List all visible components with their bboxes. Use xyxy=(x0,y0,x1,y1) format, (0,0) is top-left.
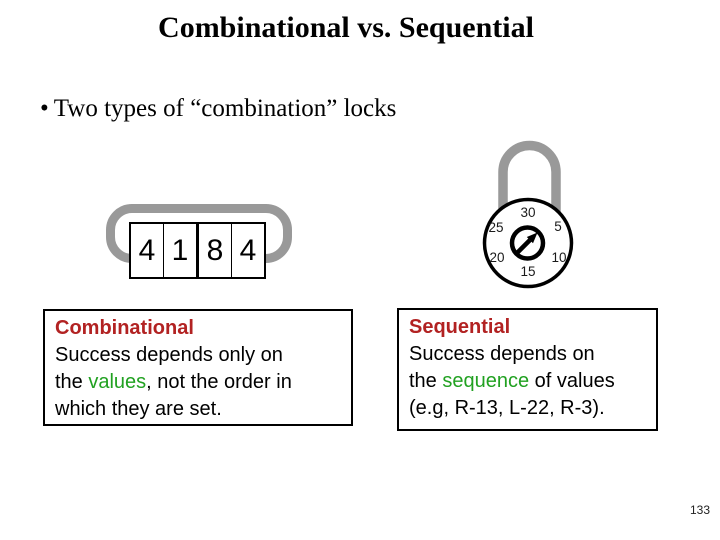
card-keyword: values xyxy=(88,371,147,393)
card-text-line: the sequence of values xyxy=(409,368,646,395)
card-text-line: Success depends on xyxy=(409,341,646,368)
dial-arrowhead-icon xyxy=(526,232,538,244)
card-text: Success depends only on xyxy=(55,344,283,366)
bullet-text: Two types of “combination” locks xyxy=(53,95,397,122)
padlock-icon: 30 25 5 20 10 15 xyxy=(482,140,574,289)
dial-number: 25 xyxy=(488,220,503,235)
dial-number: 30 xyxy=(520,205,535,220)
card-keyword: sequence xyxy=(442,370,530,392)
dial-number: 5 xyxy=(554,219,562,234)
card-text: of values xyxy=(529,370,615,392)
card-text: (e.g, R-13, L-22, R-3). xyxy=(409,397,605,419)
combo-lock-digit: 8 xyxy=(196,224,231,277)
combinational-card-body: Success depends only on the values, not t… xyxy=(55,342,341,423)
sequential-card-title: Sequential xyxy=(409,316,511,338)
combo-lock-digit: 1 xyxy=(163,224,196,277)
combinational-card: Combinational Success depends only on the… xyxy=(43,309,353,426)
sequential-card: Sequential Success depends on the sequenc… xyxy=(397,308,658,431)
card-text: the xyxy=(55,371,89,393)
combo-lock-digit-box: 4 1 8 4 xyxy=(129,222,266,279)
card-text: , not the order in xyxy=(146,371,292,393)
bullet-line: •Two types of “combination” locks xyxy=(40,93,396,125)
combo-lock-digit: 4 xyxy=(138,233,156,267)
padlock-shackle-icon xyxy=(498,140,561,212)
combinational-card-title: Combinational xyxy=(55,317,194,339)
card-text: Success depends on xyxy=(409,343,595,365)
page-title: Combinational vs. Sequential xyxy=(158,11,534,44)
card-text-line: Success depends only on xyxy=(55,342,341,369)
card-text: the xyxy=(409,370,443,392)
page-number: 133 xyxy=(689,503,710,517)
dial-number: 10 xyxy=(551,250,566,265)
card-text-line: (e.g, R-13, L-22, R-3). xyxy=(409,395,646,422)
dial-number: 20 xyxy=(489,250,504,265)
bullet-icon: • xyxy=(40,95,49,122)
sequential-card-body: Success depends on the sequence of values… xyxy=(409,341,646,422)
dial-arrow-icon xyxy=(515,238,532,255)
card-text-line: the values, not the order in xyxy=(55,369,341,396)
combo-lock-digit: 4 xyxy=(231,224,264,277)
card-text: which they are set. xyxy=(55,398,222,420)
card-text-line: which they are set. xyxy=(55,396,341,423)
dial-number: 15 xyxy=(520,264,535,279)
